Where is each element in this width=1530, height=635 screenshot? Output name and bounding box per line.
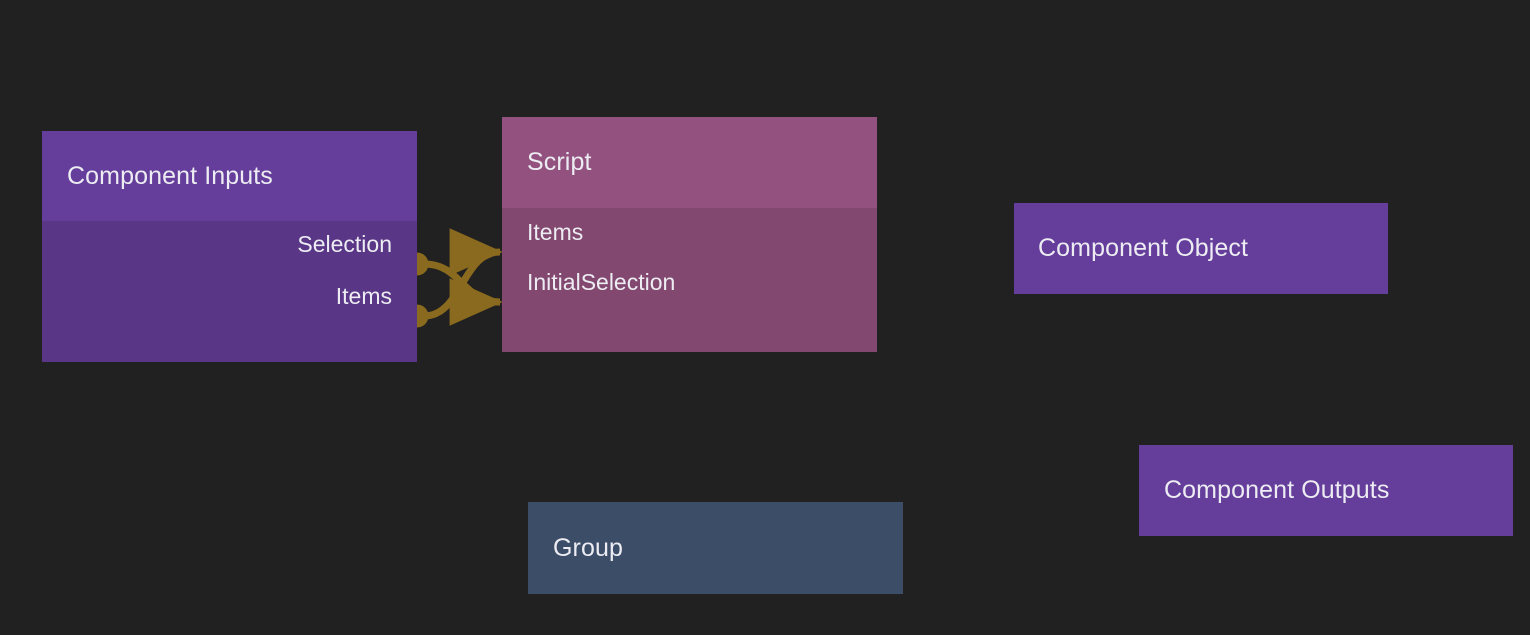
node-group[interactable]: Group (528, 502, 903, 594)
node-body-script: Items InitialSelection (502, 208, 877, 352)
node-header-component-outputs[interactable]: Component Outputs (1139, 445, 1513, 536)
node-body-component-inputs: Selection Items (42, 221, 417, 362)
input-port-items-label: Items (527, 219, 584, 245)
output-port-items[interactable]: Items (336, 283, 392, 310)
node-title-component-object: Component Object (1038, 234, 1249, 262)
output-port-selection-label: Selection (297, 231, 392, 257)
node-title-script: Script (527, 148, 592, 176)
node-script[interactable]: Script Items InitialSelection (502, 117, 877, 352)
input-port-initialselection[interactable]: InitialSelection (527, 269, 675, 296)
input-port-items[interactable]: Items (527, 219, 583, 246)
wire-selection-to-initialselection (423, 260, 503, 326)
node-title-component-inputs: Component Inputs (67, 161, 273, 190)
output-port-selection[interactable]: Selection (297, 231, 392, 258)
node-component-outputs[interactable]: Component Outputs (1139, 445, 1513, 536)
output-port-items-label: Items (335, 283, 392, 309)
node-title-component-outputs: Component Outputs (1164, 476, 1390, 504)
wire-items-to-items (423, 228, 503, 320)
node-title-group: Group (553, 533, 623, 562)
node-component-inputs[interactable]: Component Inputs Selection Items (42, 131, 417, 362)
node-header-group[interactable]: Group (528, 502, 903, 594)
node-component-object[interactable]: Component Object (1014, 203, 1388, 294)
node-header-component-inputs[interactable]: Component Inputs (42, 131, 417, 221)
input-port-initialselection-label: InitialSelection (527, 269, 676, 295)
node-header-component-object[interactable]: Component Object (1014, 203, 1388, 294)
node-header-script[interactable]: Script (502, 117, 877, 208)
